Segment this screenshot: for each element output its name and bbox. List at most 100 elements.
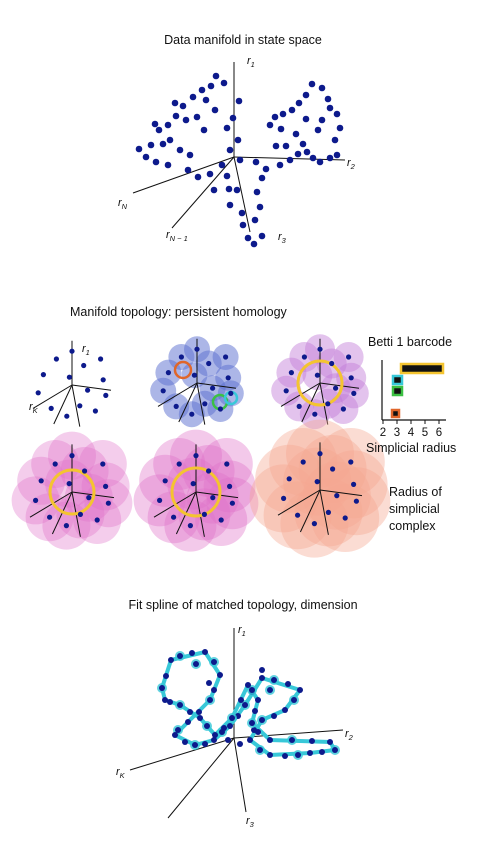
data-point [176, 461, 182, 467]
data-point [198, 86, 206, 94]
data-point [257, 747, 263, 753]
data-point [296, 403, 302, 409]
data-point [142, 153, 150, 161]
data-point [333, 385, 339, 391]
data-point [267, 752, 273, 758]
barcode-tick-label: 5 [422, 427, 428, 439]
data-point [300, 459, 306, 465]
data-point [100, 461, 106, 467]
data-point [69, 348, 75, 354]
data-point [164, 161, 172, 169]
data-point [255, 729, 261, 735]
data-point [353, 498, 359, 504]
data-point [317, 346, 323, 352]
data-point [256, 203, 264, 211]
panel3-axes [129, 628, 344, 819]
data-point [211, 659, 217, 665]
data-point [236, 156, 244, 164]
data-point [282, 142, 290, 150]
data-point [211, 687, 217, 693]
panel3-title: Fit spline of matched topology, dimensio… [128, 598, 357, 612]
axis-label-r1: r1 [247, 55, 255, 69]
homology-cycle-ring [296, 359, 344, 407]
data-point [172, 732, 178, 738]
data-point [237, 741, 243, 747]
data-point [224, 461, 230, 467]
data-point [33, 497, 39, 503]
barcode-title: Betti 1 barcode [368, 335, 452, 349]
data-point [64, 413, 70, 419]
panel3-data-points [157, 649, 340, 760]
data-point [210, 495, 216, 501]
data-point [175, 727, 181, 733]
data-point [206, 680, 212, 686]
data-point [218, 517, 224, 523]
data-point [271, 113, 279, 121]
data-point [325, 401, 331, 407]
data-point [316, 158, 324, 166]
data-point [193, 113, 201, 121]
data-point [103, 392, 109, 398]
data-point [220, 79, 228, 87]
data-point [233, 186, 241, 194]
data-point [200, 126, 208, 134]
data-point [212, 72, 220, 80]
data-point [259, 717, 265, 723]
data-point [333, 151, 341, 159]
data-point [86, 495, 92, 501]
panel3-axis-label-r3: r3 [246, 815, 255, 829]
data-point [279, 110, 287, 118]
data-point [234, 136, 242, 144]
data-point [311, 521, 317, 527]
data-point [173, 403, 179, 409]
axis-line [29, 491, 73, 518]
barcode-tick-label: 6 [436, 427, 442, 439]
axis-line [277, 489, 321, 516]
data-point [227, 483, 233, 489]
axis-line [319, 489, 363, 497]
homology-stage-3 [271, 334, 369, 430]
data-point [82, 468, 88, 474]
data-point [223, 354, 229, 360]
data-point [225, 375, 231, 381]
data-point [351, 481, 357, 487]
data-point [225, 737, 231, 743]
radius-label-line3: complex [389, 519, 436, 533]
data-point [69, 453, 75, 459]
data-point [245, 682, 251, 688]
data-point [162, 478, 168, 484]
data-point [326, 104, 334, 112]
axis-label-rN: rN [118, 197, 128, 211]
data-point [77, 403, 83, 409]
data-point [210, 385, 216, 391]
barcode-tick-label: 4 [408, 427, 415, 439]
data-point [351, 390, 357, 396]
homology-stage-2 [150, 336, 244, 428]
data-point [187, 523, 193, 529]
data-point [326, 154, 334, 162]
data-point [235, 97, 243, 105]
axis-line [196, 382, 237, 389]
data-point [171, 99, 179, 107]
data-point [309, 154, 317, 162]
data-point [201, 511, 207, 517]
data-point [302, 91, 310, 99]
panel3-axis-label-r2: r2 [345, 728, 354, 742]
data-point [98, 356, 104, 362]
data-point [239, 221, 247, 229]
radius-label-line1: Radius of [389, 485, 442, 499]
data-point [186, 151, 194, 159]
data-point [249, 687, 255, 693]
radius-label-line2: simplicial [389, 502, 440, 516]
data-point [191, 372, 197, 378]
panel2-axis-label-rK: rK [29, 401, 39, 415]
barcode-xlabel: Simplicial radius [366, 441, 456, 455]
data-point [340, 406, 346, 412]
data-point [238, 697, 244, 703]
data-point [193, 661, 199, 667]
data-point [103, 483, 109, 489]
data-point [135, 145, 143, 153]
panel2-title: Manifold topology: persistent homology [70, 305, 288, 319]
data-point [193, 453, 199, 459]
data-point [177, 653, 183, 659]
